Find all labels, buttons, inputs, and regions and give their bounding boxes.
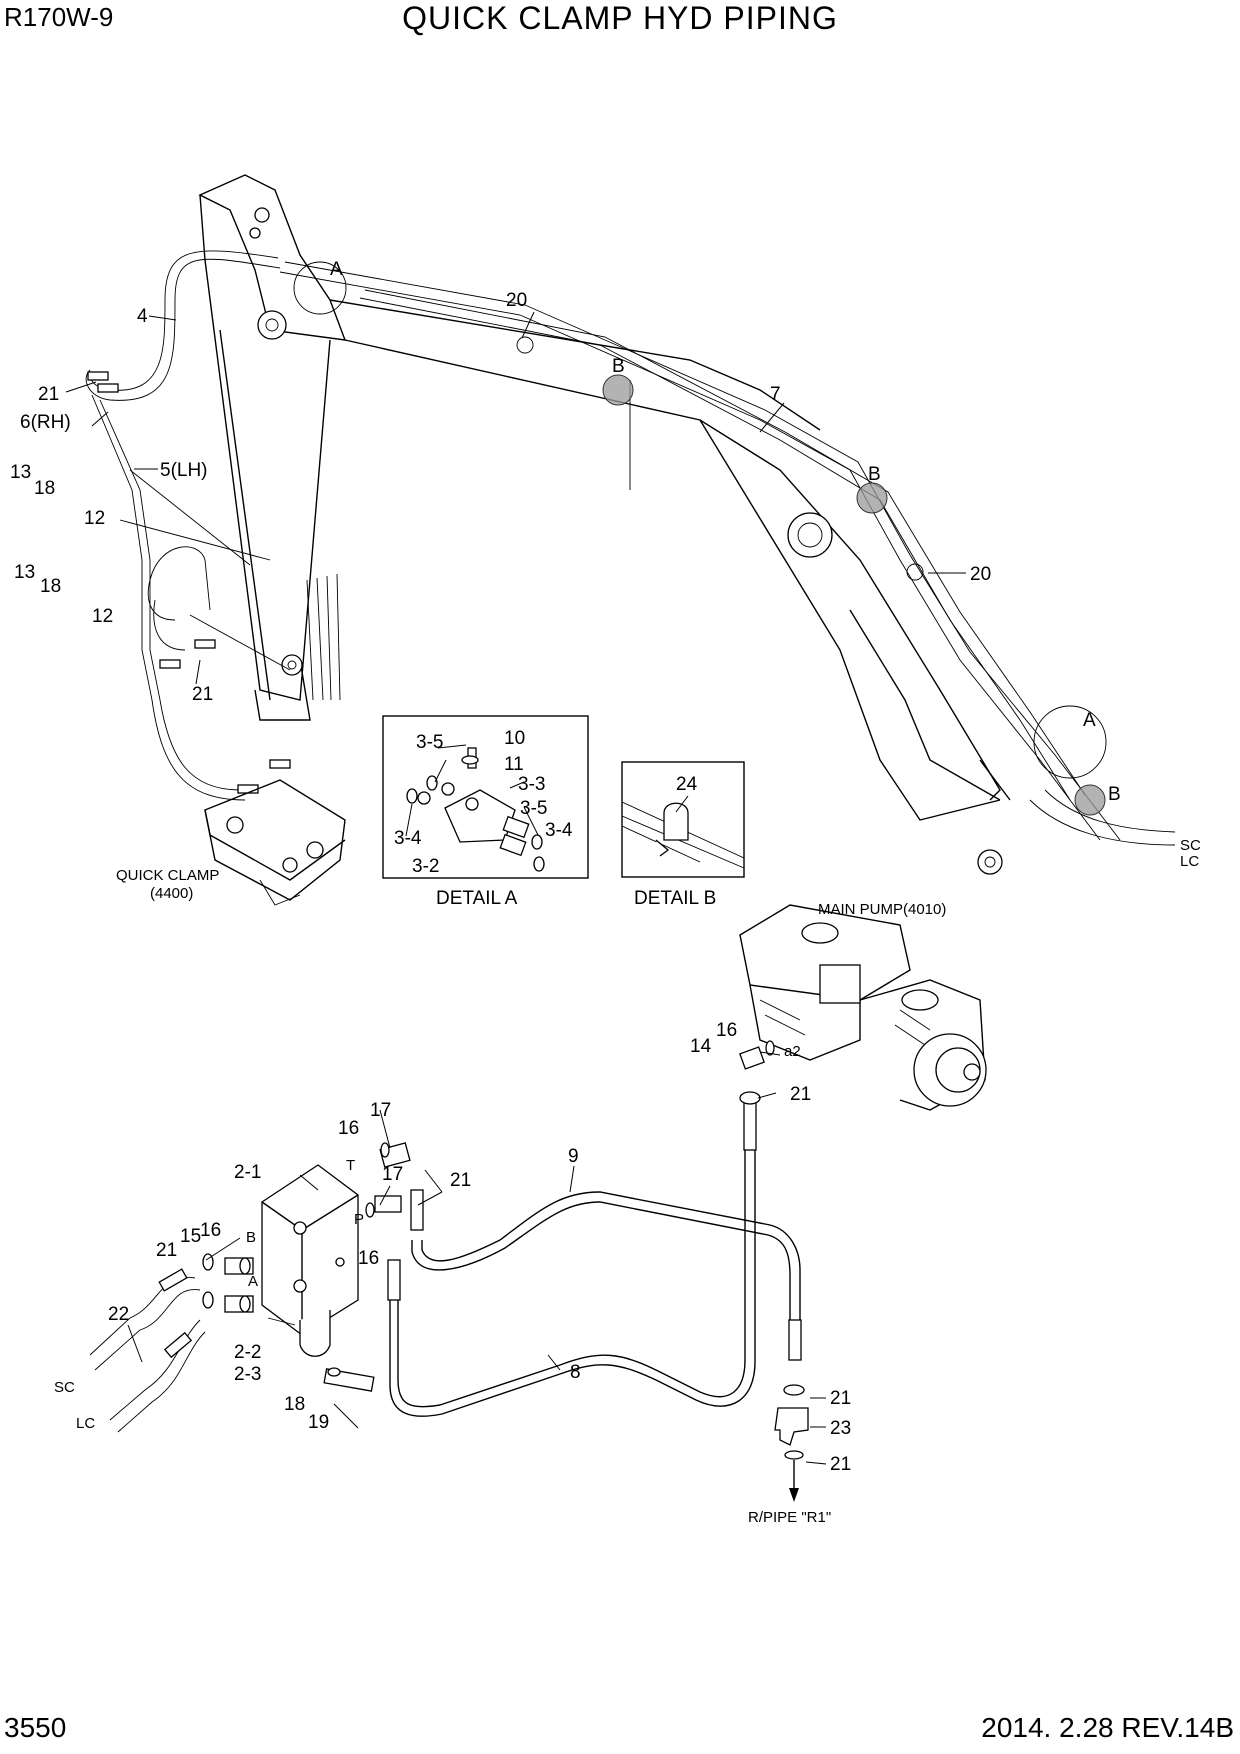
pipe-8 bbox=[387, 1091, 761, 1417]
callout-3-2: 3-2 bbox=[412, 856, 439, 877]
callout-2-3: 2-3 bbox=[234, 1364, 261, 1385]
callout-ref-b: B bbox=[612, 356, 625, 377]
callout-21: 21 bbox=[156, 1240, 177, 1261]
callout-ref-a: A bbox=[330, 259, 343, 280]
lc-label: LC bbox=[76, 1415, 95, 1432]
callout-20: 20 bbox=[970, 564, 991, 585]
callout-23: 23 bbox=[830, 1418, 851, 1439]
return-pipe-label: R/PIPE "R1" bbox=[748, 1509, 831, 1526]
detail-a-box bbox=[382, 715, 589, 879]
tee-fitting-23 bbox=[774, 1384, 809, 1502]
callout-3-4: 3-4 bbox=[545, 820, 573, 841]
callout-20: 20 bbox=[506, 290, 527, 311]
callout-16: 16 bbox=[338, 1118, 359, 1139]
port-p-label: P bbox=[354, 1211, 364, 1228]
callout-ref-b: B bbox=[1108, 784, 1121, 805]
callout-16: 16 bbox=[716, 1020, 737, 1041]
boom-pipes bbox=[279, 261, 1176, 846]
callout-12: 12 bbox=[84, 508, 105, 529]
port-t-label: T bbox=[346, 1157, 355, 1174]
main-pump-label: MAIN PUMP(4010) bbox=[818, 901, 946, 918]
callout-21: 21 bbox=[192, 684, 213, 705]
arm-hoses bbox=[85, 250, 291, 801]
detail-a-title: DETAIL A bbox=[436, 888, 518, 909]
quick-clamp bbox=[204, 779, 346, 906]
callout-21: 21 bbox=[450, 1170, 471, 1191]
detail-b-box bbox=[621, 761, 745, 878]
main-pump bbox=[739, 904, 987, 1111]
callout-4: 4 bbox=[137, 306, 148, 327]
pipe-9 bbox=[410, 1189, 802, 1361]
lc-label: LC bbox=[1180, 853, 1199, 870]
callout-18: 18 bbox=[40, 576, 61, 597]
callout-15: 15 bbox=[180, 1226, 201, 1247]
callout-21: 21 bbox=[830, 1388, 851, 1409]
callout-24: 24 bbox=[676, 774, 698, 795]
quick-clamp-part-no: (4400) bbox=[150, 885, 193, 902]
port-a-label: A bbox=[248, 1273, 258, 1290]
callout-ref-a: A bbox=[1083, 710, 1096, 731]
page-number: 3550 bbox=[4, 1712, 67, 1743]
leader-lines bbox=[65, 311, 966, 1465]
callout-22: 22 bbox=[108, 1304, 129, 1325]
callout-ref-b: B bbox=[868, 464, 881, 485]
sc-label: SC bbox=[1180, 837, 1201, 854]
boom bbox=[198, 174, 1011, 875]
port-b-label: B bbox=[246, 1229, 256, 1246]
detail-b-title: DETAIL B bbox=[634, 888, 716, 909]
callout-6: 6(RH) bbox=[20, 412, 71, 433]
callout-21: 21 bbox=[790, 1084, 811, 1105]
callout-2-2: 2-2 bbox=[234, 1342, 261, 1363]
model-number: R170W-9 bbox=[4, 2, 114, 32]
sc-label: SC bbox=[54, 1379, 75, 1396]
valve-block bbox=[89, 1142, 411, 1433]
callout-12: 12 bbox=[92, 606, 113, 627]
callout-16: 16 bbox=[200, 1220, 221, 1241]
callout-18: 18 bbox=[284, 1394, 305, 1415]
port-a2-label: a2 bbox=[784, 1043, 801, 1060]
callout-2-1: 2-1 bbox=[234, 1162, 261, 1183]
page-title: QUICK CLAMP HYD PIPING bbox=[402, 0, 838, 36]
callout-13: 13 bbox=[10, 462, 31, 483]
callout-3-5: 3-5 bbox=[520, 798, 547, 819]
callout-11: 11 bbox=[504, 754, 524, 775]
callout-3-3: 3-3 bbox=[518, 774, 545, 795]
callouts: A A B B B 4 21 6(RH) 5(LH) 13 18 12 13 1… bbox=[10, 259, 1201, 1526]
callout-13: 13 bbox=[14, 562, 35, 583]
callout-17: 17 bbox=[370, 1100, 391, 1121]
callout-19: 19 bbox=[308, 1412, 329, 1433]
callout-14: 14 bbox=[690, 1036, 712, 1057]
callout-8: 8 bbox=[570, 1362, 581, 1383]
callout-18: 18 bbox=[34, 478, 55, 499]
revision-date: 2014. 2.28 REV.14B bbox=[981, 1712, 1234, 1743]
callout-5: 5(LH) bbox=[160, 460, 208, 481]
detail-markers bbox=[293, 261, 1107, 816]
callout-7: 7 bbox=[770, 384, 781, 405]
callout-17: 17 bbox=[382, 1164, 403, 1185]
callout-10: 10 bbox=[504, 728, 525, 749]
callout-3-4: 3-4 bbox=[394, 828, 422, 849]
callout-16: 16 bbox=[358, 1248, 379, 1269]
callout-3-5: 3-5 bbox=[416, 732, 443, 753]
quick-clamp-label: QUICK CLAMP bbox=[116, 867, 219, 884]
callout-21: 21 bbox=[830, 1454, 851, 1475]
callout-21: 21 bbox=[38, 384, 59, 405]
callout-9: 9 bbox=[568, 1146, 579, 1167]
